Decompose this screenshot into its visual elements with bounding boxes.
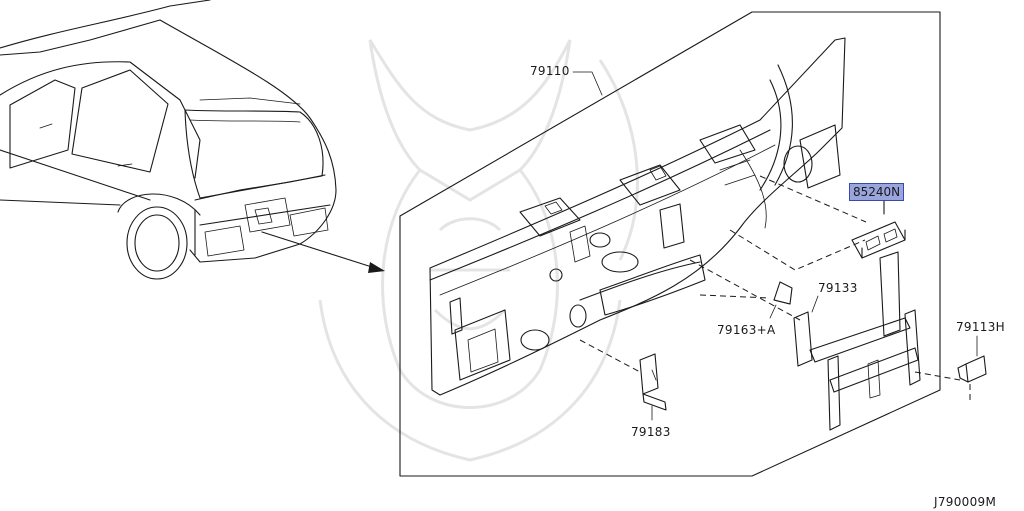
callout-arrow: [261, 231, 385, 273]
vehicle-illustration: [0, 0, 337, 280]
diagram-code: J790009M: [934, 495, 997, 509]
part-label-highlighted[interactable]: 85240N: [849, 183, 905, 201]
part-85240n-drawing: [851, 199, 906, 259]
part-79163a-drawing: [773, 281, 793, 305]
assembly-guide-lines: [579, 175, 971, 400]
part-label-bracket-a[interactable]: 79163+A: [717, 323, 776, 337]
part-label-frame[interactable]: 79133: [818, 281, 858, 295]
exploded-view-frame: [399, 11, 941, 477]
part-label-clip[interactable]: 79113H: [956, 320, 1005, 334]
part-79113h-drawing: [957, 355, 987, 383]
part-79133-drawing: [793, 251, 921, 431]
part-79183-drawing: [639, 353, 667, 411]
watermark-emblem: [318, 39, 639, 462]
rear-panel-drawing: [429, 37, 846, 396]
part-label-main-panel[interactable]: 79110: [530, 64, 570, 78]
leader-lines: [572, 71, 978, 421]
part-label-lower-bracket[interactable]: 79183: [631, 425, 671, 439]
